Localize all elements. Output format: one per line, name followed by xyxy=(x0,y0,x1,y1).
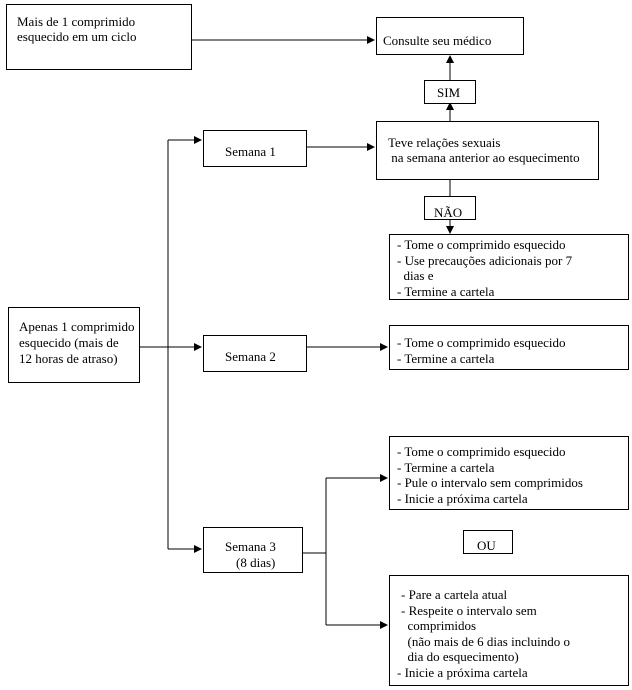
list-item: - Inicie a próxima cartela xyxy=(397,490,528,506)
box-week2: Semana 2 xyxy=(203,335,307,372)
box-text: SIM xyxy=(437,85,461,100)
box-text-line: (8 dias) xyxy=(236,555,276,570)
box-text-line: Teve relações sexuais xyxy=(388,135,501,150)
box-text: OU xyxy=(477,538,496,553)
box-week1-actions: - Tome o comprimido esquecido - Use prec… xyxy=(389,234,629,300)
box-text: NÃO xyxy=(434,205,463,220)
list-item: - Tome o comprimido esquecido xyxy=(397,237,566,252)
list-item: - Termine a cartela xyxy=(397,459,495,475)
box-text-line: Apenas 1 comprimido xyxy=(19,319,135,334)
box-text: Semana 2 xyxy=(225,349,276,364)
box-consult-doctor: Consulte seu médico xyxy=(376,17,524,55)
list-item: - Respeite o intervalo sem xyxy=(401,602,537,618)
box-text-line: esquecido (mais de xyxy=(19,335,119,350)
box-week1: Semana 1 xyxy=(203,130,307,167)
list-item: - Termine a cartela xyxy=(397,351,495,366)
box-text-line: na semana anterior ao esquecimento xyxy=(388,150,580,165)
box-week2-actions: - Tome o comprimido esquecido - Termine … xyxy=(389,325,629,370)
list-item: (não mais de 6 dias incluindo o xyxy=(401,633,570,649)
box-week3-option1: - Tome o comprimido esquecido - Termine … xyxy=(389,436,629,510)
list-item: dia do esquecimento) xyxy=(401,649,519,664)
list-item: - Tome o comprimido esquecido xyxy=(397,335,566,350)
list-item: - Inicie a próxima cartela xyxy=(397,664,528,680)
box-sim: SIM xyxy=(424,80,476,104)
box-text: Semana 1 xyxy=(225,144,276,159)
box-text: Consulte seu médico xyxy=(383,33,492,48)
box-text-line: esquecido em um ciclo xyxy=(17,29,137,44)
list-item: - Pule o intervalo sem comprimidos xyxy=(397,475,583,490)
box-text-line: Semana 3 xyxy=(225,539,276,554)
list-item: - Tome o comprimido esquecido xyxy=(397,444,566,459)
box-question-sexual-relations: Teve relações sexuais na semana anterior… xyxy=(376,121,599,180)
list-item: dias e xyxy=(397,268,434,283)
box-more-than-one-forgotten: Mais de 1 comprimido esquecido em um cic… xyxy=(6,4,192,70)
list-item: - Pare a cartela atual xyxy=(401,587,508,602)
box-week3: Semana 3 (8 dias) xyxy=(203,527,303,573)
list-item: comprimidos xyxy=(401,618,477,633)
box-only-one-forgotten: Apenas 1 comprimido esquecido (mais de 1… xyxy=(8,307,140,383)
box-text-line: 12 horas de atraso) xyxy=(19,351,118,366)
box-week3-option2: - Pare a cartela atual - Respeite o inte… xyxy=(389,575,629,686)
box-text-line: Mais de 1 comprimido xyxy=(17,14,136,29)
list-item: - Use precauções adicionais por 7 xyxy=(397,252,573,268)
box-nao: NÃO xyxy=(424,196,476,220)
box-ou: OU xyxy=(463,530,513,554)
list-item: - Termine a cartela xyxy=(397,283,495,299)
